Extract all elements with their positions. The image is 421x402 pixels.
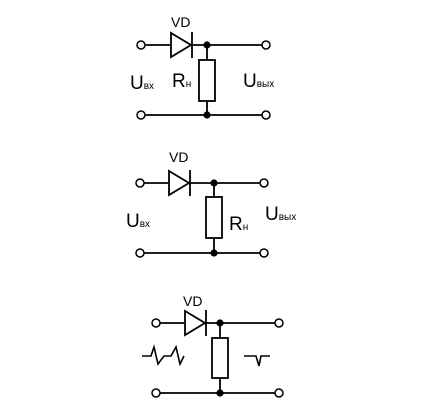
diode-icon bbox=[168, 169, 191, 197]
output-voltage-label: Uвых bbox=[243, 71, 274, 92]
junction-dot bbox=[203, 111, 211, 119]
input-voltage-label: Uвх bbox=[126, 211, 150, 232]
output-terminal bbox=[259, 178, 269, 188]
output-voltage-label: Uвых bbox=[265, 204, 296, 225]
junction-dot bbox=[210, 249, 218, 257]
output-terminal bbox=[274, 318, 284, 328]
resistor bbox=[205, 196, 223, 239]
junction-dot bbox=[216, 389, 224, 397]
resistor-label: Rн bbox=[172, 71, 191, 92]
circuit-2: VD Rн Uвх Uвых bbox=[126, 149, 296, 258]
negative-pulse-icon bbox=[244, 355, 270, 367]
input-terminal bbox=[136, 110, 146, 120]
diode-label: VD bbox=[183, 293, 202, 309]
input-terminal bbox=[151, 318, 161, 328]
circuit-3: VD bbox=[142, 293, 284, 398]
junction-dot bbox=[203, 41, 211, 49]
resistor-label: Rн bbox=[229, 214, 248, 235]
diode-icon bbox=[170, 31, 193, 59]
output-terminal bbox=[259, 248, 269, 258]
resistor bbox=[198, 59, 216, 102]
resistor bbox=[211, 337, 229, 379]
pulse-train-icon bbox=[142, 344, 185, 367]
input-terminal bbox=[151, 388, 161, 398]
junction-dot bbox=[216, 319, 224, 327]
diode-label: VD bbox=[171, 14, 190, 30]
junction-dot bbox=[210, 179, 218, 187]
input-terminal bbox=[135, 178, 145, 188]
output-terminal bbox=[261, 110, 271, 120]
input-voltage-label: Uвх bbox=[130, 73, 154, 94]
output-terminal bbox=[274, 388, 284, 398]
input-terminal bbox=[136, 40, 146, 50]
circuit-1: VD Rн Uвх Uвых bbox=[130, 14, 274, 120]
input-terminal bbox=[135, 248, 145, 258]
diode-icon bbox=[184, 309, 207, 337]
diode-label: VD bbox=[169, 149, 188, 165]
output-terminal bbox=[261, 40, 271, 50]
